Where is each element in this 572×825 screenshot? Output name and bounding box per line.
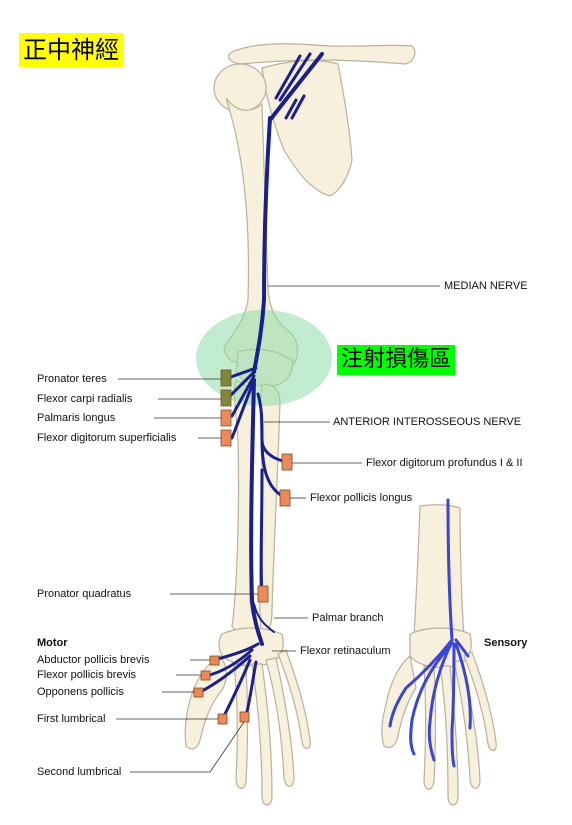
humerus-head (213, 63, 267, 113)
label-flexor-pollicis-longus: Flexor pollicis longus (310, 492, 413, 504)
label-abductor-pollicis-brevis: Abductor pollicis brevis (37, 654, 150, 666)
label-pronator-teres: Pronator teres (37, 373, 107, 385)
label-flexor-digitorum-superficialis: Flexor digitorum superficialis (37, 432, 177, 444)
label-median-nerve: MEDIAN NERVE (444, 280, 528, 292)
heading-motor: Motor (37, 637, 68, 649)
little-finger-bones (277, 649, 311, 750)
marker-flexor-digitorum-superficialis (220, 429, 232, 447)
label-flexor-pollicis-brevis: Flexor pollicis brevis (37, 669, 137, 681)
sensory-little (463, 651, 497, 752)
label-flexor-carpi-radialis: Flexor carpi radialis (37, 393, 133, 405)
middle-finger-bones (251, 663, 273, 806)
injury-zone (196, 310, 332, 406)
marker-palmaris-longus (220, 409, 232, 427)
scapula (261, 59, 353, 197)
label-second-lumbrical: Second lumbrical (37, 766, 122, 778)
median-nerve-sensory (388, 498, 472, 768)
label-anterior-interosseous-nerve: ANTERIOR INTEROSSEOUS NERVE (333, 416, 522, 428)
thumb-bones (184, 655, 227, 750)
sensory-middle (439, 665, 459, 806)
marker-second-lumbrical (239, 711, 250, 723)
sensory-forearm (413, 504, 465, 637)
marker-flexor-pollicis-longus (279, 489, 291, 507)
leader-lines (116, 285, 440, 773)
label-opponens-pollicis: Opponens pollicis (37, 686, 124, 698)
injury-zone-label: 注射損傷區 (337, 345, 456, 375)
label-flexor-digitorum-profundus: Flexor digitorum profundus I & II (366, 457, 523, 469)
label-palmaris-longus: Palmaris longus (37, 412, 116, 424)
marker-flexor-digitorum-profundus (281, 453, 293, 471)
marker-pronator-quadratus (257, 585, 269, 603)
heading-sensory: Sensory (484, 637, 528, 649)
marker-pronator-teres (220, 369, 232, 387)
label-pronator-quadratus: Pronator quadratus (37, 588, 132, 600)
title-label: 正中神經 (19, 33, 123, 67)
label-palmar-branch: Palmar branch (312, 612, 384, 624)
marker-abductor-pollicis-brevis (209, 655, 220, 666)
label-flexor-retinaculum: Flexor retinaculum (300, 645, 391, 657)
label-first-lumbrical: First lumbrical (37, 713, 106, 725)
marker-flexor-pollicis-brevis (200, 670, 211, 681)
ring-finger-bones (265, 657, 295, 787)
marker-flexor-carpi-radialis (220, 389, 232, 407)
marker-opponens-pollicis (193, 687, 204, 698)
marker-first-lumbrical (217, 713, 228, 725)
